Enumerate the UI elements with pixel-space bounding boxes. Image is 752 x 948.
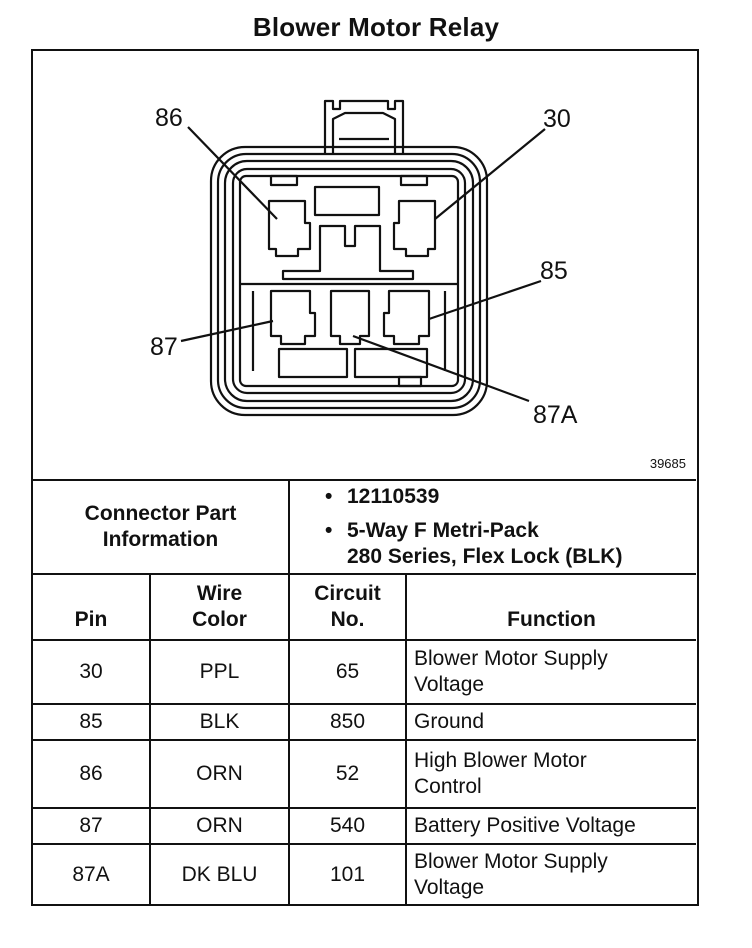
divider (33, 479, 696, 481)
cell-function: Blower Motor Supply Voltage (414, 850, 608, 899)
cell-circuit: 850 (329, 710, 366, 733)
pin-label-87a: 87A (533, 401, 578, 429)
divider (33, 739, 696, 741)
divider (33, 807, 696, 809)
cell-pin: 30 (79, 660, 103, 683)
cell-circuit: 65 (335, 660, 360, 683)
divider (149, 573, 151, 906)
cell-pin: 87 (79, 814, 103, 837)
cell-function: Battery Positive Voltage (414, 814, 636, 837)
cell-pin: 86 (79, 762, 103, 785)
list-item: 280 Series, Flex Lock (BLK) (347, 545, 623, 568)
connector-face-drawing: 86 30 85 87 87A (150, 99, 578, 429)
cell-circuit: 101 (329, 863, 366, 886)
list-item: •5-Way F Metri-Pack (325, 519, 539, 542)
pin-label-87: 87 (150, 333, 178, 361)
header-wire-color: Wire Color (192, 582, 247, 631)
header-circuit-no: Circuit No. (314, 582, 381, 631)
cell-wire-color: PPL (199, 660, 240, 683)
pin-label-30: 30 (543, 105, 571, 133)
cell-function: High Blower Motor Control (414, 749, 587, 798)
page-title: Blower Motor Relay (252, 12, 500, 42)
header-pin: Pin (74, 608, 108, 631)
list-item: •12110539 (325, 485, 440, 508)
divider (33, 843, 696, 845)
cell-circuit: 52 (335, 762, 360, 785)
connector-info-list: •12110539 •5-Way F Metri-Pack 280 Series… (325, 484, 622, 570)
divider (33, 573, 696, 575)
divider (405, 573, 407, 906)
cell-wire-color: ORN (196, 814, 243, 837)
connector-diagram: 86 30 85 87 87A 39685 (33, 51, 696, 479)
header-function: Function (507, 608, 596, 631)
cell-wire-color: BLK (199, 710, 240, 733)
cell-function: Ground (414, 710, 485, 733)
cell-pin: 87A (72, 863, 110, 886)
divider (288, 479, 290, 573)
pin-label-85: 85 (540, 257, 568, 285)
divider (33, 639, 696, 641)
cell-pin: 85 (79, 710, 103, 733)
cell-wire-color: DK BLU (181, 863, 258, 886)
figure-number: 39685 (649, 456, 686, 471)
cell-function: Blower Motor Supply Voltage (414, 647, 608, 696)
cell-wire-color: ORN (196, 762, 243, 785)
divider (288, 573, 290, 906)
pin-label-86: 86 (155, 104, 183, 132)
divider (33, 703, 696, 705)
relay-info-frame: 86 30 85 87 87A 39685 Connector Part Inf… (31, 49, 699, 906)
connector-part-info-label: Connector Part Information (84, 502, 237, 551)
cell-circuit: 540 (329, 814, 366, 837)
